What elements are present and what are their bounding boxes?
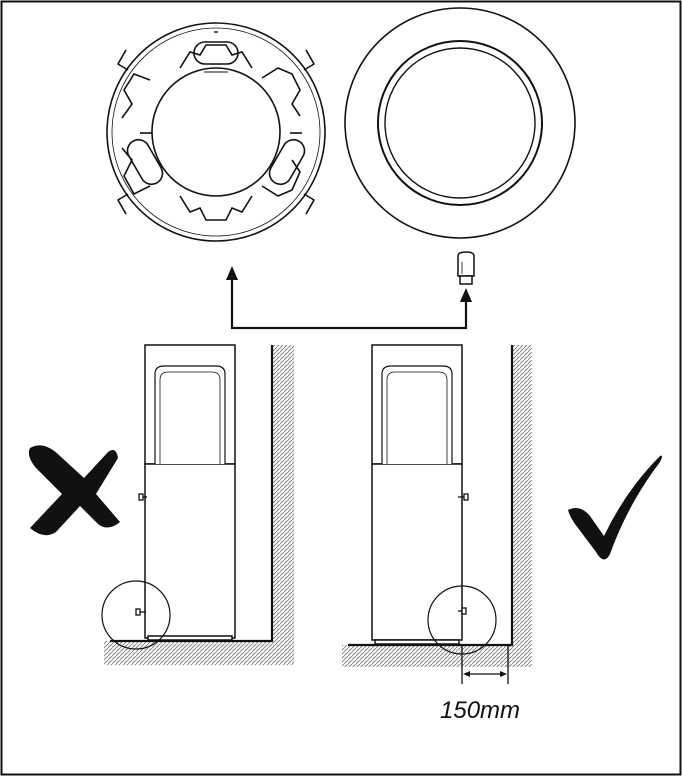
- pipe-stubs-left: [135, 493, 147, 616]
- connector-arrow: [230, 278, 468, 330]
- wall-left: [104, 345, 294, 665]
- wall-right: [342, 345, 532, 667]
- base-plate-with-feet: [106, 22, 326, 242]
- check-mark-icon: [568, 455, 662, 560]
- detail-circle-left: [101, 580, 171, 650]
- dimension-arrow-left: [463, 671, 470, 677]
- heat-pump-unit-left: [144, 344, 236, 641]
- clearance-dimension: [461, 645, 509, 684]
- pipe-stubs-right: [458, 493, 469, 615]
- heat-pump-unit-right: [371, 344, 463, 645]
- dimension-arrow-right: [500, 671, 507, 677]
- flat-base-ring: [344, 7, 576, 239]
- foot-slots: [126, 31, 306, 186]
- adjustable-foot-icon: [457, 251, 475, 285]
- clearance-label: 150mm: [440, 697, 521, 724]
- arrowhead-right: [460, 288, 472, 302]
- arrowhead-left: [226, 266, 238, 280]
- cross-mark-icon: [28, 445, 120, 536]
